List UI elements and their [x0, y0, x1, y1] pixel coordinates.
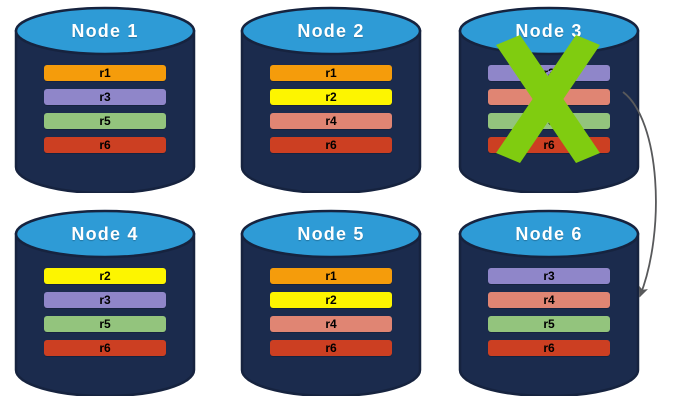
cylinder-top-ellipse — [240, 6, 422, 56]
record-bar-r2[interactable]: r2 — [44, 268, 166, 284]
record-bar-list: r3 r4 r5 r6 — [488, 65, 610, 153]
record-bar-r5[interactable]: r5 — [488, 113, 610, 129]
record-bar-r1[interactable]: r1 — [270, 268, 392, 284]
record-bar-r6[interactable]: r6 — [270, 137, 392, 153]
record-bar-r3[interactable]: r3 — [44, 89, 166, 105]
record-bar-r1[interactable]: r1 — [270, 65, 392, 81]
record-bar-r4[interactable]: r4 — [488, 292, 610, 308]
cylinder-top-ellipse — [458, 209, 640, 259]
record-bar-list: r2 r3 r5 r6 — [44, 268, 166, 356]
record-bar-r6[interactable]: r6 — [44, 340, 166, 356]
record-bar-list: r3 r4 r5 r6 — [488, 268, 610, 356]
record-bar-r6[interactable]: r6 — [270, 340, 392, 356]
record-bar-r1[interactable]: r1 — [44, 65, 166, 81]
record-bar-r5[interactable]: r5 — [488, 316, 610, 332]
cylinder-top-ellipse — [14, 6, 196, 56]
record-bar-r5[interactable]: r5 — [44, 113, 166, 129]
cylinder-top-ellipse — [240, 209, 422, 259]
record-bar-r6[interactable]: r6 — [44, 137, 166, 153]
record-bar-r5[interactable]: r5 — [44, 316, 166, 332]
record-bar-r4[interactable]: r4 — [270, 113, 392, 129]
record-bar-r6[interactable]: r6 — [488, 340, 610, 356]
record-bar-r3[interactable]: r3 — [488, 268, 610, 284]
record-bar-r4[interactable]: r4 — [270, 316, 392, 332]
record-bar-r2[interactable]: r2 — [270, 292, 392, 308]
cylinder-top-ellipse — [458, 6, 640, 56]
record-bar-r3[interactable]: r3 — [44, 292, 166, 308]
record-bar-r2[interactable]: r2 — [270, 89, 392, 105]
cylinder-top-ellipse — [14, 209, 196, 259]
record-bar-list: r1 r3 r5 r6 — [44, 65, 166, 153]
record-bar-r3[interactable]: r3 — [488, 65, 610, 81]
record-bar-r4[interactable]: r4 — [488, 89, 610, 105]
record-bar-list: r1 r2 r4 r6 — [270, 65, 392, 153]
record-bar-r6[interactable]: r6 — [488, 137, 610, 153]
record-bar-list: r1 r2 r4 r6 — [270, 268, 392, 356]
